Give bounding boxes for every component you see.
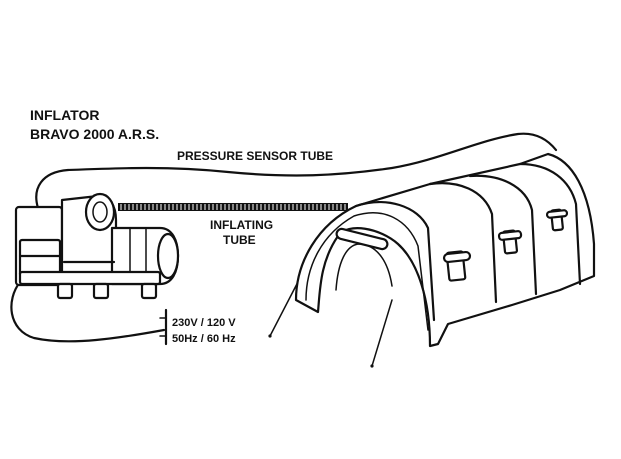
inflating-tube bbox=[118, 203, 348, 211]
power-plug-icon bbox=[159, 308, 168, 346]
pressure-sensor-tube-line bbox=[35, 132, 558, 210]
voltage-label: 230V / 120 V bbox=[172, 317, 236, 329]
inflating-tube-label-line2: TUBE bbox=[223, 233, 256, 247]
frequency-label: 50Hz / 60 Hz bbox=[172, 333, 236, 345]
inflatable-tent-icon bbox=[268, 152, 596, 368]
inflator-title-line2: BRAVO 2000 A.R.S. bbox=[30, 126, 159, 142]
inflator-pump-icon bbox=[10, 192, 180, 343]
inflator-title-line1: INFLATOR bbox=[30, 107, 99, 123]
pressure-sensor-tube-label: PRESSURE SENSOR TUBE bbox=[177, 149, 333, 163]
inflating-tube-label-line1: INFLATING bbox=[210, 218, 273, 232]
